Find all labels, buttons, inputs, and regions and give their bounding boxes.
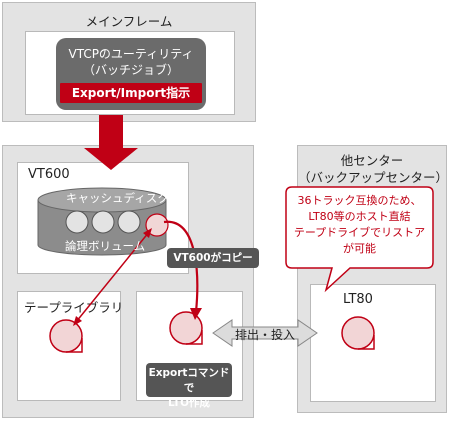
export-command-line2: LTO作成 bbox=[167, 397, 211, 409]
vtcp-utility-job: VTCPのユーティリティ （バッチジョブ） Export/Import指示 bbox=[56, 38, 206, 110]
virtual-volume-3 bbox=[117, 210, 141, 234]
lt80-box: LT80 bbox=[310, 284, 436, 402]
virtual-volumes bbox=[65, 210, 169, 237]
virtual-volume-4 bbox=[145, 213, 169, 237]
export-command-line1: Exportコマンドで bbox=[148, 367, 230, 394]
tape-reel-export bbox=[169, 311, 203, 345]
callout-line-1: 36トラック互換のため、 bbox=[297, 194, 422, 207]
export-command-label: Exportコマンドで LTO作成 bbox=[146, 363, 232, 409]
mainframe-title: メインフレーム bbox=[85, 14, 173, 29]
backup-center-subtitle: （バックアップセンター） bbox=[298, 170, 449, 185]
backup-center-title: 他センター bbox=[340, 153, 404, 168]
transfer-label: 排出・投入 bbox=[235, 328, 296, 342]
tape-reel-library bbox=[49, 319, 83, 353]
vt600-copy-label: VT600がコピー bbox=[167, 248, 259, 268]
restore-callout bbox=[285, 186, 434, 293]
utility-subtitle: （バッチジョブ） bbox=[82, 63, 179, 77]
tape-library-title: テープライブラリ bbox=[24, 300, 124, 315]
mainframe-panel: メインフレーム VTCPのユーティリティ （バッチジョブ） Export/Imp… bbox=[2, 2, 256, 122]
transfer-arrow bbox=[212, 319, 318, 347]
backup-center-panel: 他センター （バックアップセンター） LT80 bbox=[297, 145, 449, 413]
vt600-title: VT600 bbox=[28, 167, 70, 182]
cache-disk-label: キャッシュディスク bbox=[66, 191, 169, 205]
logical-volume-label: 論理ボリューム bbox=[65, 239, 146, 253]
export-import-instruction: Export/Import指示 bbox=[60, 83, 202, 103]
instruction-down-arrow bbox=[84, 115, 138, 170]
virtual-volume-2 bbox=[91, 210, 115, 234]
library-copy-arrow bbox=[73, 228, 152, 326]
lt80-label: LT80 bbox=[343, 292, 373, 307]
tape-reel-lt80 bbox=[341, 316, 375, 350]
utility-title: VTCPのユーティリティ bbox=[68, 47, 194, 61]
callout-line-4: が可能 bbox=[343, 242, 376, 255]
callout-line-3: テープドライブでリストア bbox=[293, 226, 426, 239]
virtual-volume-1 bbox=[65, 210, 89, 234]
callout-line-2: LT80等のホスト直結 bbox=[308, 210, 411, 223]
mainframe-inner: VTCPのユーティリティ （バッチジョブ） Export/Import指示 bbox=[25, 31, 235, 115]
